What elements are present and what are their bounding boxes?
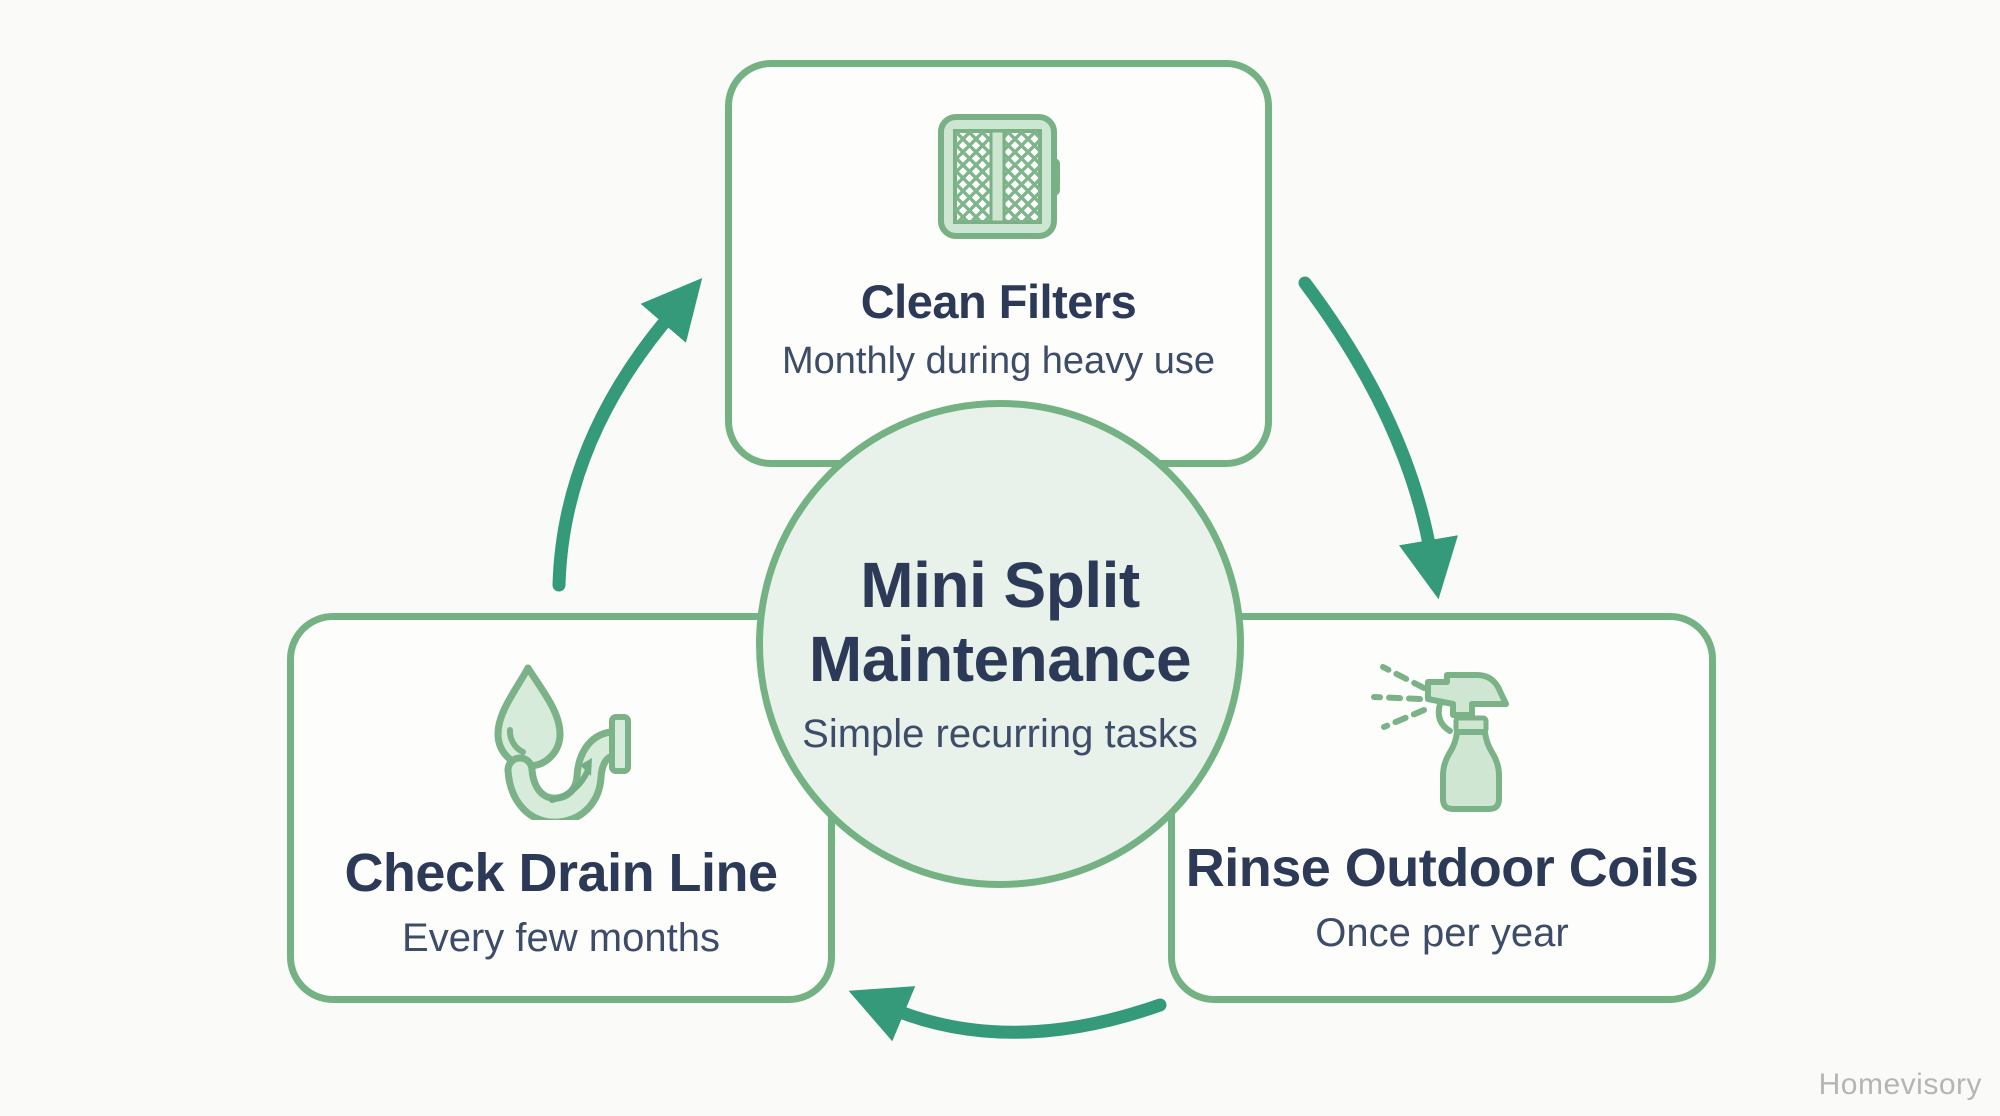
node-subtitle: Once per year — [1315, 911, 1569, 955]
center-hub: Mini Split Maintenance Simple recurring … — [756, 400, 1244, 888]
node-subtitle: Monthly during heavy use — [781, 340, 1216, 382]
node-check-drain-line: Check Drain Line Every few months — [287, 613, 835, 1003]
node-title: Rinse Outdoor Coils — [1185, 838, 1699, 898]
hub-subtitle: Simple recurring tasks — [802, 712, 1198, 756]
spray-bottle-icon — [1370, 664, 1509, 812]
hub-title-line2: Maintenance — [808, 623, 1192, 695]
node-title: Clean Filters — [860, 275, 1137, 328]
arrow-drain-to-filters — [552, 277, 703, 592]
hub-title-line1: Mini Split — [860, 549, 1140, 621]
node-clean-filters: Clean Filters Monthly during heavy use — [725, 60, 1272, 467]
node-title: Check Drain Line — [344, 843, 778, 903]
drain-trap-icon — [494, 664, 631, 820]
node-subtitle: Every few months — [402, 916, 720, 960]
arrow-filters-to-coils — [1298, 276, 1458, 600]
watermark-text: Homevisory — [1818, 1068, 1982, 1101]
arrow-coils-to-drain — [848, 986, 1167, 1042]
air-filter-icon — [938, 114, 1060, 239]
node-rinse-outdoor-coils: Rinse Outdoor Coils Once per year — [1168, 613, 1716, 1003]
